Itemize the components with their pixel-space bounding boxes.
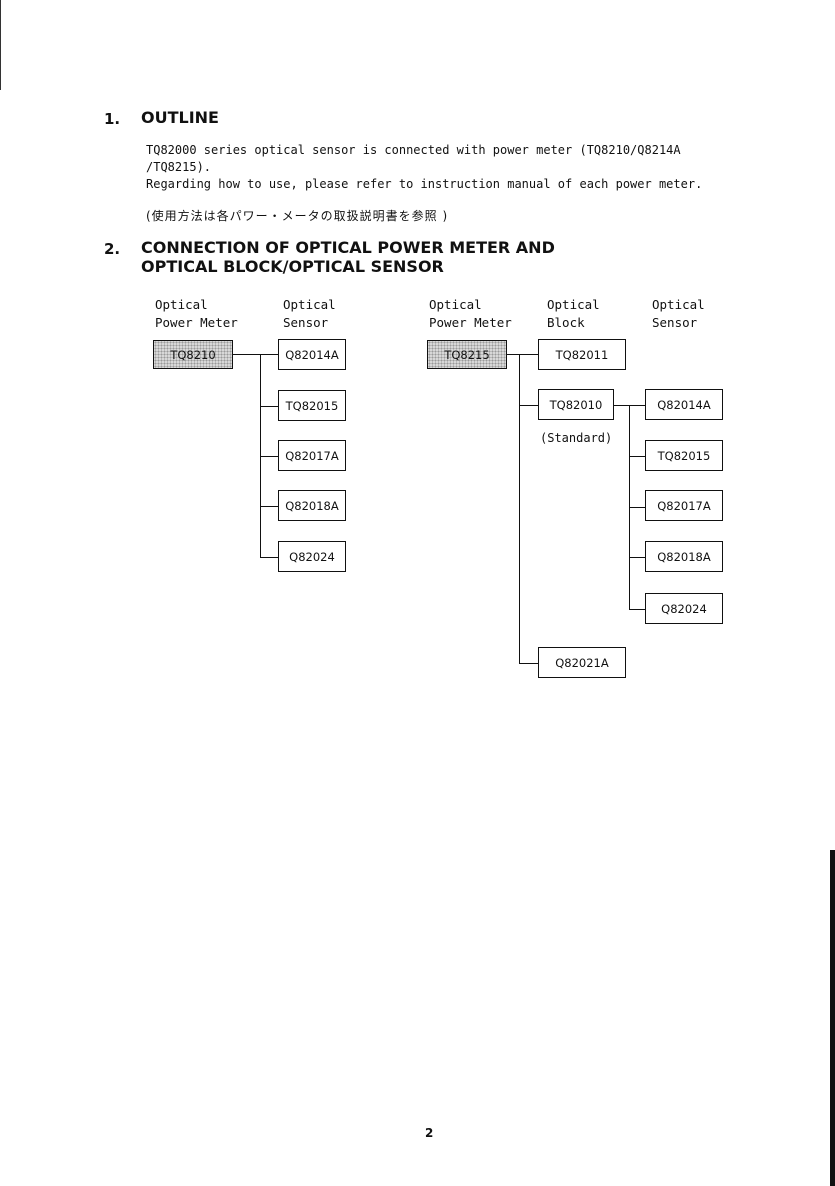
left-head-power-meter: Optical Power Meter	[155, 297, 238, 330]
right-sensor-tq82015: TQ82015	[645, 440, 723, 471]
left-sensor-q82017a: Q82017A	[278, 440, 346, 471]
section-2-number: 2.	[104, 240, 121, 258]
outline-line-3: Regarding how to use, please refer to in…	[146, 177, 703, 191]
right-power-meter-box: TQ8215	[427, 340, 507, 369]
right-sensor-branch	[629, 609, 645, 610]
right-block-tq82011: TQ82011	[538, 339, 626, 370]
left-sensor-tq82015: TQ82015	[278, 390, 346, 421]
right-sensor-q82014a: Q82014A	[645, 389, 723, 420]
left-power-meter-box: TQ8210	[153, 340, 233, 369]
right-head-power-meter: Optical Power Meter	[429, 297, 512, 330]
right-sensor-branch	[629, 456, 645, 457]
left-sensor-q82014a: Q82014A	[278, 339, 346, 370]
outline-line-2: /TQ8215).	[146, 160, 212, 174]
left-branch	[260, 506, 278, 507]
left-sensor-q82018a: Q82018A	[278, 490, 346, 521]
left-branch	[260, 406, 278, 407]
right-block-q82021a: Q82021A	[538, 647, 626, 678]
right-head-optical-block: Optical Block	[547, 297, 600, 330]
left-sensor-q82024: Q82024	[278, 541, 346, 572]
page-number: 2	[425, 1126, 434, 1140]
left-head-optical-sensor: Optical Sensor	[283, 297, 336, 330]
left-branch	[260, 456, 278, 457]
left-meter-link	[233, 354, 278, 355]
right-meter-link	[507, 354, 538, 355]
right-sensor-q82017a: Q82017A	[645, 490, 723, 521]
right-trunk-line	[519, 354, 520, 663]
right-sensor-branch	[629, 507, 645, 508]
section-2-title-line-2: OPTICAL BLOCK/OPTICAL SENSOR	[141, 257, 444, 276]
right-sensor-branch	[629, 557, 645, 558]
right-sensor-q82018a: Q82018A	[645, 541, 723, 572]
right-branch	[519, 663, 538, 664]
scan-edge-right	[830, 850, 835, 1186]
left-branch	[260, 557, 278, 558]
japanese-note: (使用方法は各パワー・メータの取扱説明書を参照 )	[146, 209, 449, 223]
section-1-number: 1.	[104, 110, 121, 128]
right-sensor-q82024: Q82024	[645, 593, 723, 624]
standard-label: (Standard)	[540, 431, 613, 445]
right-branch	[519, 405, 538, 406]
right-head-optical-sensor: Optical Sensor	[652, 297, 705, 330]
outline-line-1: TQ82000 series optical sensor is connect…	[146, 143, 681, 157]
section-1-title: OUTLINE	[141, 108, 219, 127]
section-2-title-line-1: CONNECTION OF OPTICAL POWER METER AND	[141, 238, 555, 257]
right-block-tq82010: TQ82010	[538, 389, 614, 420]
scan-edge-left	[0, 0, 1, 90]
